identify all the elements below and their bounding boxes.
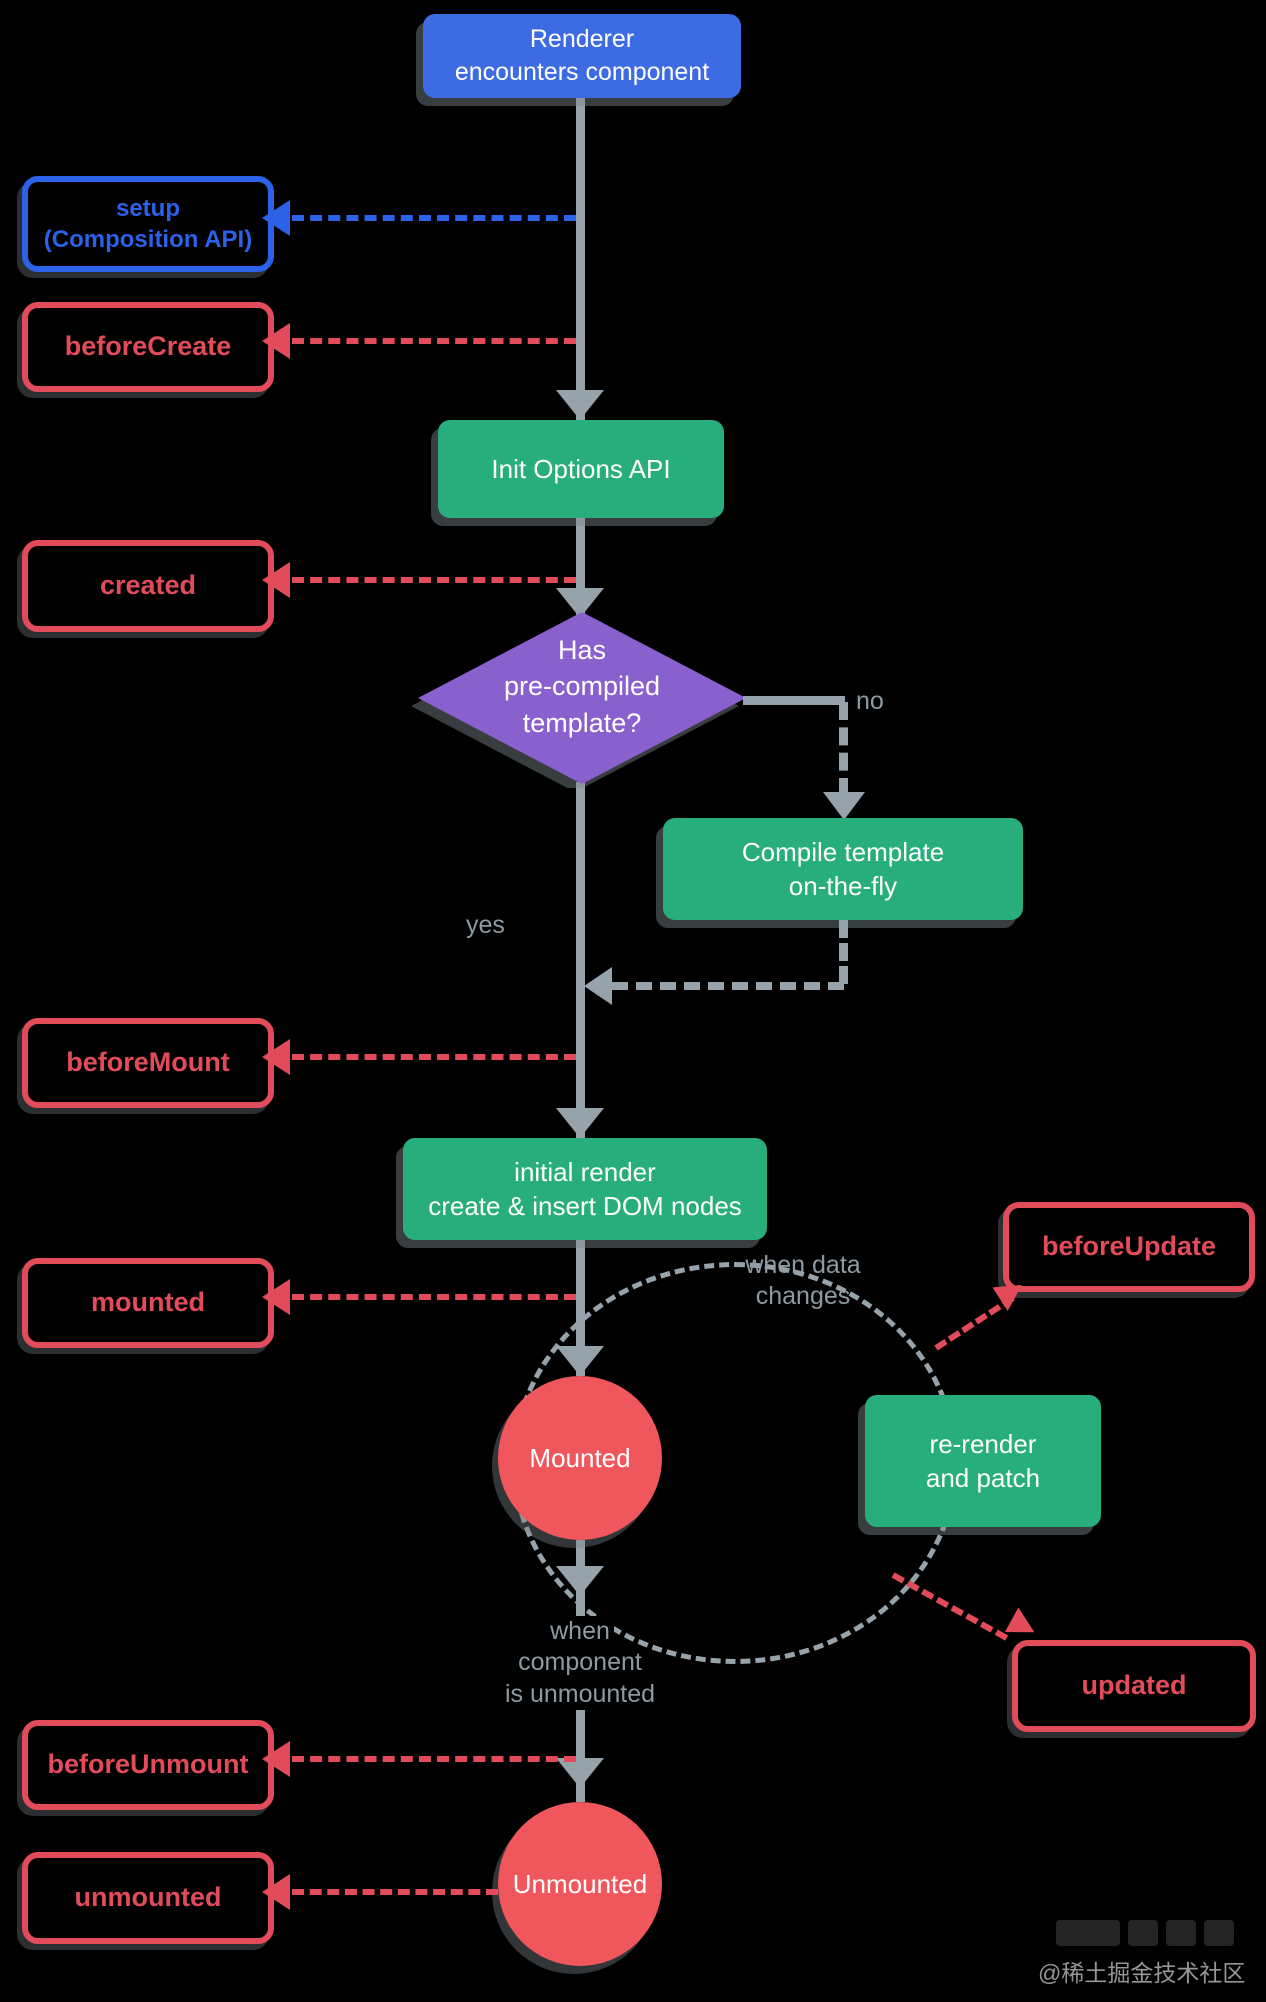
node-label: pre-compiled — [503, 671, 661, 702]
arrow-down-right-icon — [1004, 1607, 1042, 1645]
label-line: is unmounted — [500, 1678, 660, 1710]
arrow-down-icon — [556, 1758, 604, 1788]
arrow-left-icon — [584, 967, 612, 1005]
flow-line-segment — [576, 518, 585, 618]
arrow-down-icon — [556, 1108, 604, 1138]
watermark-text: @稀土掘金技术社区 — [1038, 1960, 1246, 1986]
state-unmounted: Unmounted — [498, 1802, 662, 1966]
hook-label: beforeCreate — [64, 331, 232, 362]
hook-label: setup — [115, 194, 180, 222]
node-initial-render: initial render create & insert DOM nodes — [403, 1138, 767, 1240]
hook-label: beforeUpdate — [1041, 1231, 1217, 1262]
arrow-down-icon — [823, 792, 865, 820]
branch-dashed-line — [839, 702, 848, 796]
hook-before-unmount: beforeUnmount — [22, 1720, 274, 1810]
hook-label: beforeUnmount — [47, 1749, 249, 1780]
branch-dashed-line — [839, 920, 848, 984]
arrow-left-icon — [262, 1279, 290, 1315]
arrow-left-icon — [262, 1039, 290, 1075]
state-mounted: Mounted — [498, 1376, 662, 1540]
hook-dashed-line — [292, 338, 576, 344]
hook-updated: updated — [1012, 1640, 1256, 1732]
hook-label: mounted — [91, 1287, 205, 1318]
label-line: changes — [755, 1282, 851, 1311]
flow-line-segment — [576, 782, 585, 1138]
branch-dashed-line — [612, 982, 844, 990]
hook-label: updated — [1081, 1670, 1187, 1701]
state-label: Unmounted — [512, 1868, 648, 1899]
branch-line — [743, 696, 845, 705]
flow-line-segment — [576, 96, 585, 422]
hook-dashed-line — [292, 1889, 498, 1895]
label-line: when data — [745, 1251, 861, 1279]
loop-label-when-data-changes: when data changes — [728, 1250, 878, 1313]
arrow-left-icon — [262, 1741, 290, 1777]
branch-label-no: no — [856, 687, 884, 715]
hook-dashed-line — [292, 1054, 576, 1060]
watermark-glyph-blocks — [1056, 1920, 1234, 1951]
hook-dashed-line — [292, 1756, 576, 1762]
hook-label: beforeMount — [66, 1047, 230, 1078]
diamond-shape — [418, 612, 746, 784]
flow-line-segment — [576, 1240, 585, 1376]
watermark-block — [1166, 1920, 1196, 1946]
hook-unmounted: unmounted — [22, 1852, 274, 1944]
arrow-left-icon — [262, 323, 290, 359]
hook-created: created — [22, 540, 274, 632]
node-label: initial render — [514, 1156, 656, 1187]
branch-label-yes: yes — [466, 911, 505, 939]
label-when-component-unmounted: when component is unmounted — [500, 1616, 660, 1710]
arrow-left-icon — [262, 562, 290, 598]
node-label: Init Options API — [491, 453, 671, 484]
hook-setup: setup (Composition API) — [22, 176, 274, 272]
hook-dashed-line — [292, 1294, 576, 1300]
node-label: create & insert DOM nodes — [428, 1191, 742, 1221]
state-label: Mounted — [529, 1442, 631, 1473]
node-label: Has — [557, 635, 606, 665]
node-label: Compile template — [741, 836, 945, 867]
decision-diamond-text: Has pre-compiled template? — [412, 632, 752, 741]
hook-mounted: mounted — [22, 1258, 274, 1348]
hook-label: created — [99, 570, 197, 601]
arrow-left-icon — [262, 200, 290, 236]
node-compile-template: Compile template on-the-fly — [663, 818, 1023, 920]
watermark-block — [1056, 1920, 1120, 1946]
hook-label: unmounted — [74, 1882, 222, 1913]
arrow-left-icon — [262, 1874, 290, 1910]
watermark-block — [1128, 1920, 1158, 1946]
label-line: component — [514, 1647, 646, 1679]
node-label: template? — [522, 707, 642, 738]
hook-before-create: beforeCreate — [22, 302, 274, 392]
node-label: re-render — [929, 1428, 1037, 1459]
hook-dashed-line — [292, 577, 576, 583]
node-renderer-encounters-component: Renderer encounters component — [423, 14, 741, 98]
decision-diamond — [412, 612, 746, 788]
arrow-down-icon — [556, 588, 604, 618]
node-label: and patch — [925, 1463, 1041, 1493]
arrow-down-icon — [556, 390, 604, 420]
hook-dashed-line — [891, 1572, 1009, 1641]
hook-before-mount: beforeMount — [22, 1018, 274, 1108]
watermark-block — [1204, 1920, 1234, 1946]
hook-label: (Composition API) — [43, 226, 253, 253]
hook-before-update: beforeUpdate — [1003, 1202, 1255, 1292]
node-label: Renderer — [529, 25, 635, 53]
node-re-render-and-patch: re-render and patch — [865, 1395, 1101, 1527]
node-label: encounters component — [454, 58, 710, 86]
node-label: on-the-fly — [788, 871, 898, 901]
hook-dashed-line — [292, 215, 576, 221]
label-line: when — [546, 1616, 614, 1648]
node-init-options-api: Init Options API — [438, 420, 724, 518]
